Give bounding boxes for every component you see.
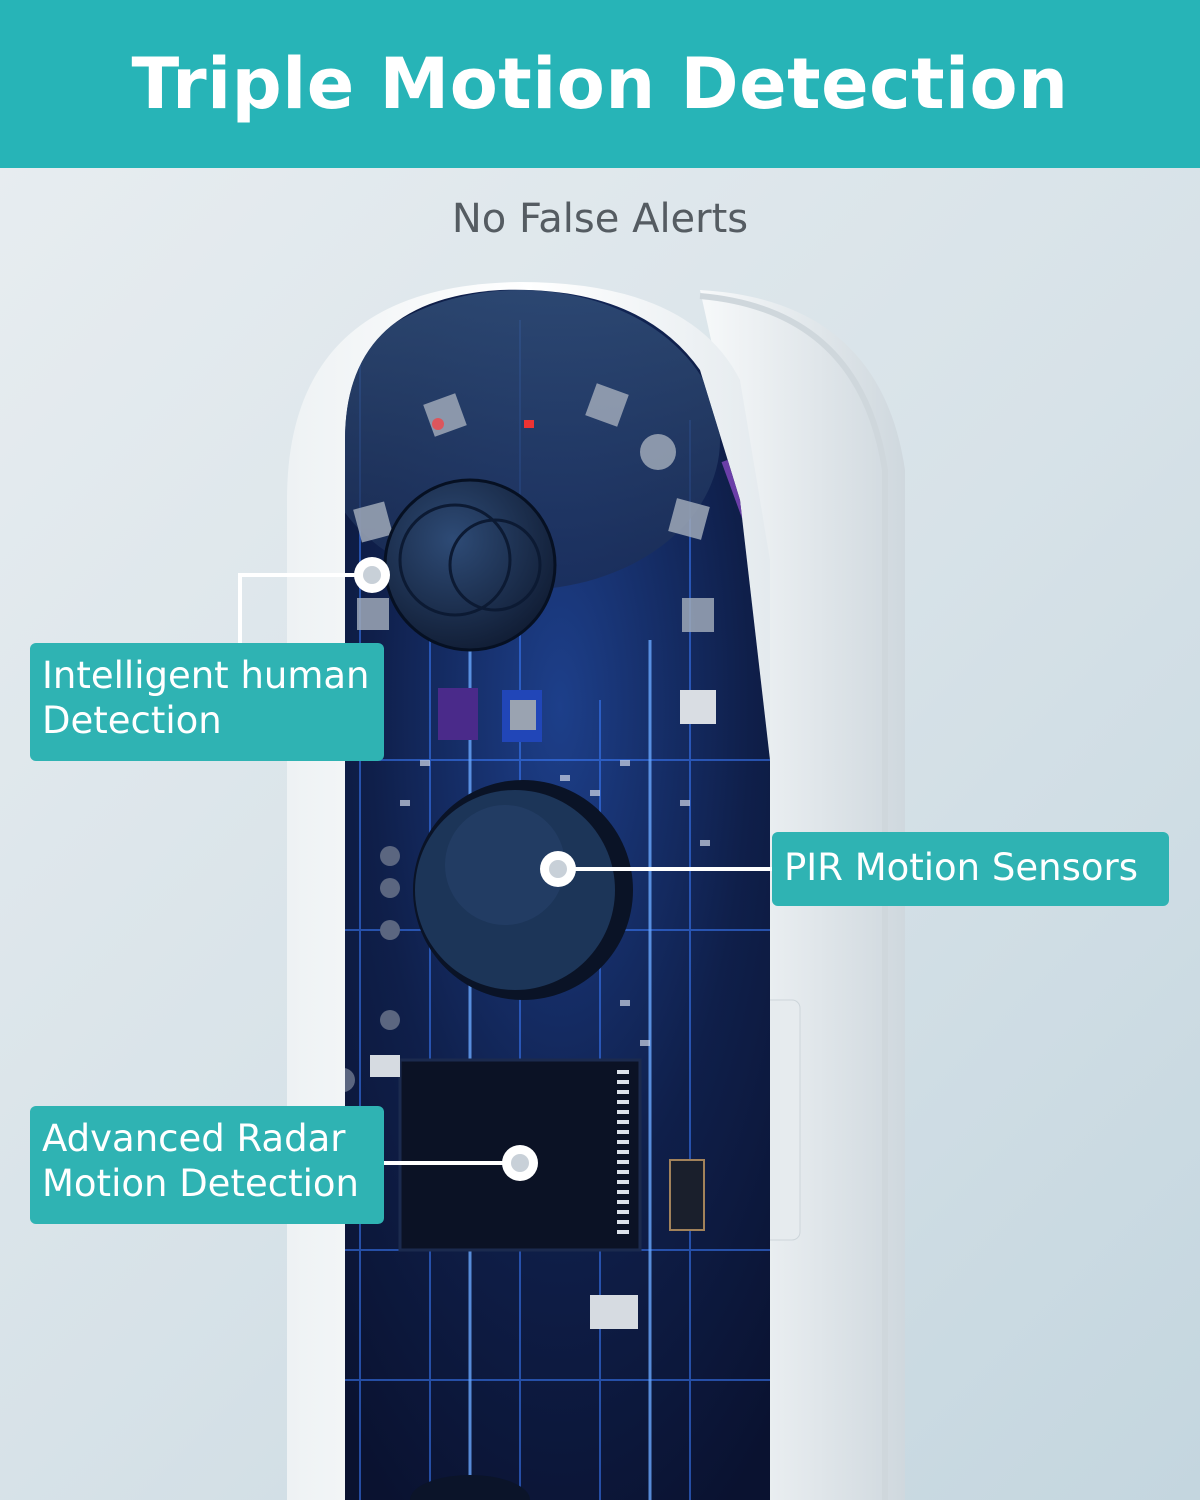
callout-human-line2: Detection — [42, 699, 222, 742]
page-subtitle: No False Alerts — [451, 196, 749, 242]
callout-human-line1: Intelligent human — [42, 654, 370, 697]
header-banner: Triple Motion Detection — [0, 0, 1200, 168]
callout-radar-motion-detection: Advanced Radar Motion Detection — [30, 1106, 384, 1224]
chip-small-1 — [438, 688, 478, 740]
callout-intelligent-human-detection: Intelligent human Detection — [30, 643, 384, 761]
callout-pir-label: PIR Motion Sensors — [784, 846, 1138, 889]
callout-connectors — [238, 573, 772, 1165]
callout-radar-line1: Advanced Radar — [42, 1117, 346, 1160]
callout-radar-line2: Motion Detection — [42, 1162, 359, 1205]
callout-pir-motion-sensors: PIR Motion Sensors — [772, 832, 1169, 906]
page-title: Triple Motion Detection — [131, 43, 1069, 125]
